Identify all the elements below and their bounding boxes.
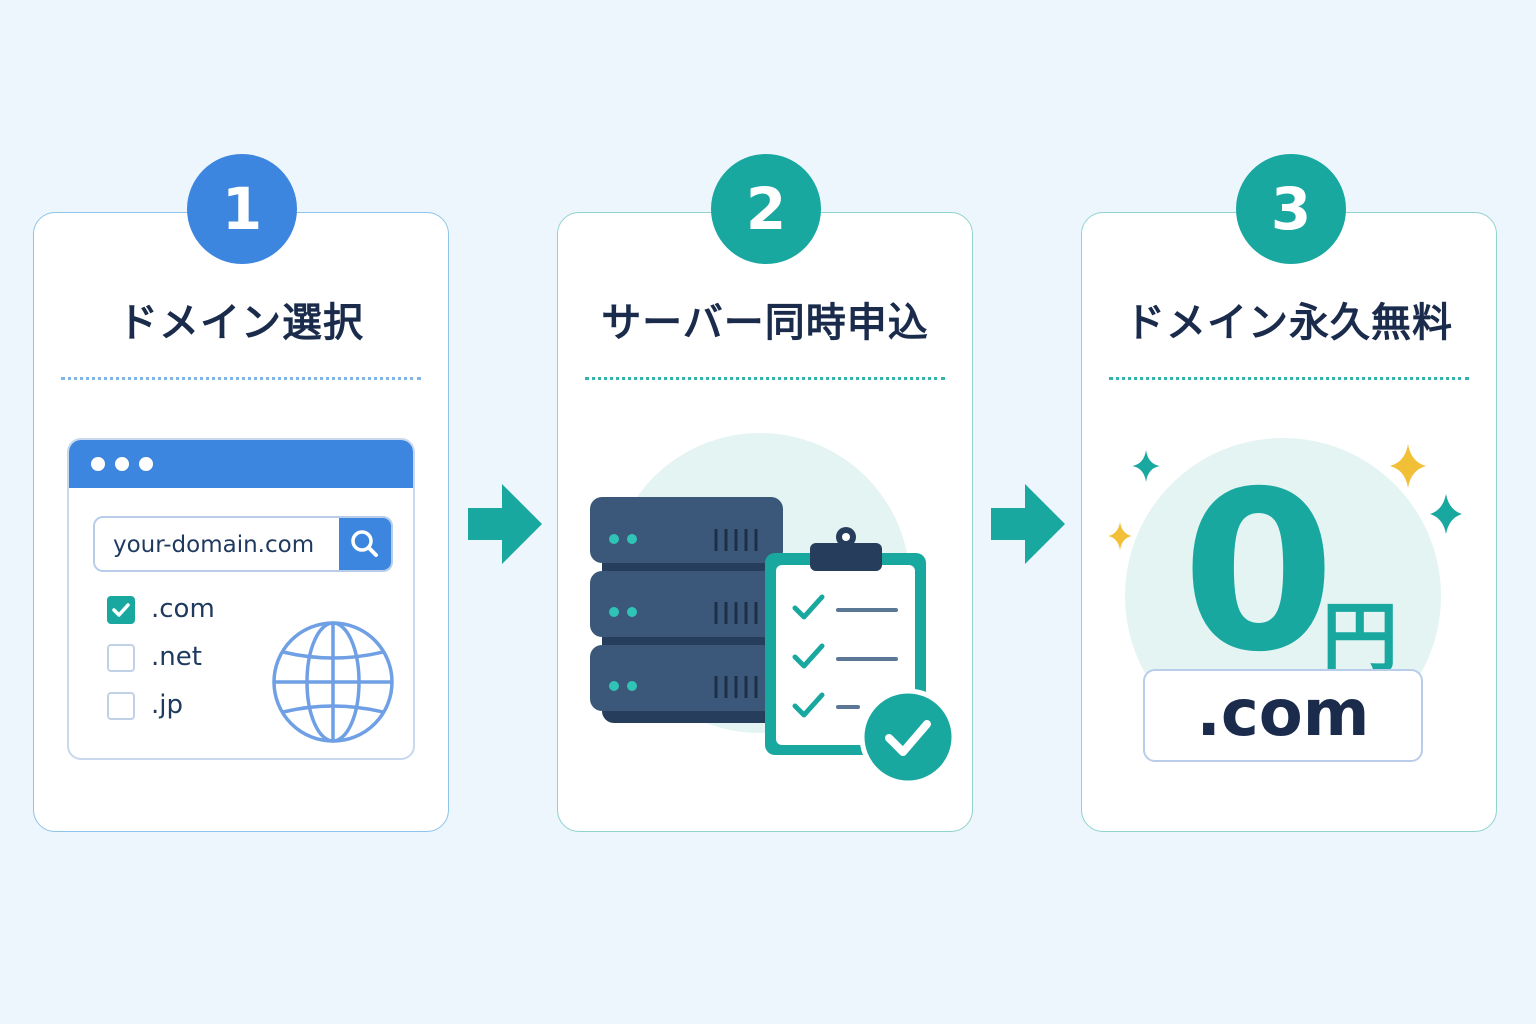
check-circle-icon (859, 688, 957, 786)
arrow-right-icon (991, 484, 1065, 564)
search-input-value: your-domain.com (113, 532, 315, 558)
checkbox-checked[interactable] (107, 596, 135, 624)
server-rack-icon (590, 497, 783, 723)
browser-window-icon: your-domain.com .com .net .jp (67, 438, 415, 760)
step-title: ドメイン永久無料 (1125, 300, 1453, 346)
checkbox-unchecked[interactable] (107, 644, 135, 672)
price-value: 0 (1182, 444, 1336, 700)
window-dot (139, 457, 153, 471)
step-number-badge: 2 (711, 154, 821, 264)
step-title: サーバー同時申込 (601, 300, 929, 346)
sparkle-icon (1132, 450, 1160, 482)
sparkle-icon (1390, 444, 1426, 488)
sparkle-icon (1430, 494, 1462, 534)
price-unit: 円 (1322, 593, 1398, 682)
tld-label: .com (151, 594, 215, 624)
dotted-divider (61, 377, 421, 380)
checkbox-unchecked[interactable] (107, 692, 135, 720)
dotted-divider (1109, 377, 1469, 380)
tld-label: .net (151, 642, 202, 672)
search-button[interactable] (339, 518, 391, 570)
window-dot (91, 457, 105, 471)
backdrop-circle (1125, 438, 1441, 736)
window-dot (115, 457, 129, 471)
sparkle-icon (1108, 522, 1132, 550)
globe-icon (272, 621, 394, 743)
tld-label: .jp (151, 690, 183, 720)
step-number-badge: 3 (1236, 154, 1346, 264)
arrow-right-icon (468, 484, 542, 564)
step-number-badge: 1 (187, 154, 297, 264)
step-title: ドメイン選択 (118, 300, 364, 346)
browser-title-bar (69, 440, 413, 488)
free-domain-backdrop (1108, 438, 1462, 736)
dotted-divider (585, 377, 945, 380)
search-icon (351, 530, 378, 557)
free-tld-label: .com (1143, 669, 1423, 762)
check-icon (112, 603, 130, 617)
domain-search-input[interactable]: your-domain.com (93, 516, 393, 572)
server-application-illustration (590, 433, 957, 786)
